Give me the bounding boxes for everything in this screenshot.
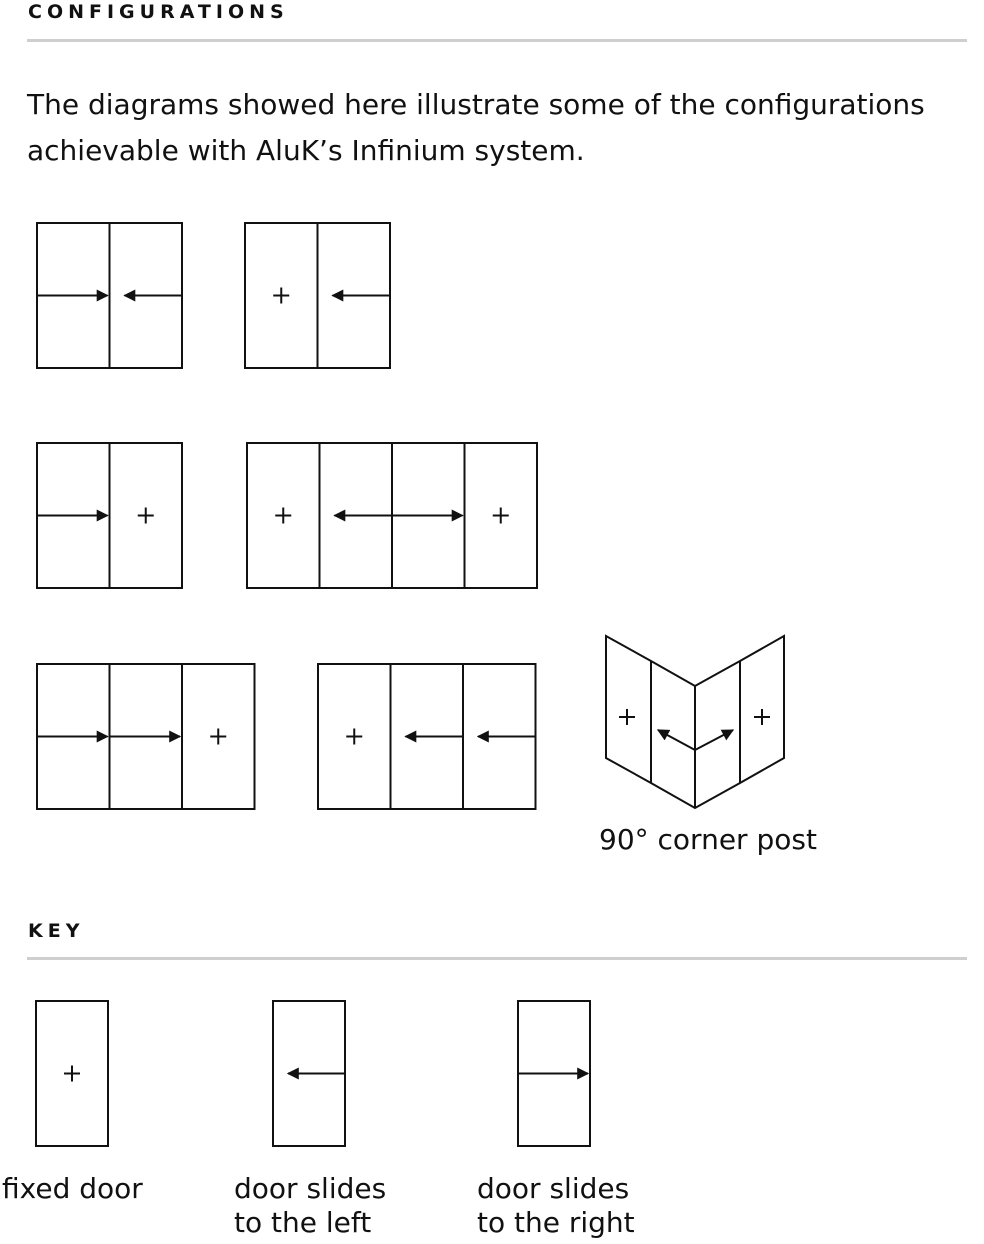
door-panel-right [36, 442, 111, 589]
key-heading: KEY [28, 920, 85, 942]
configurations-divider [27, 39, 967, 42]
door-panel-left [318, 442, 393, 589]
fixed-door-plus-icon [275, 507, 292, 524]
door-panel-outline [181, 663, 256, 810]
config-three-panel-right [36, 663, 256, 810]
fixed-door-plus-icon [210, 728, 227, 745]
config-corner-post [605, 634, 785, 810]
key-label-slide-right: door slides to the right [477, 1172, 635, 1240]
key-label-slide-left: door slides to the left [234, 1172, 386, 1240]
door-panel-left [108, 222, 183, 369]
config-four-panel-center-opening [246, 442, 538, 589]
key-label-line1: door slides [477, 1172, 630, 1205]
config-fixed-and-left [244, 222, 391, 369]
config-three-panel-left [317, 663, 537, 810]
door-panel-fixed [246, 442, 321, 589]
fixed-door-plus-icon [619, 709, 635, 725]
door-panel-left [316, 222, 391, 369]
slide-left-arrow-icon [656, 729, 696, 751]
configurations-heading: CONFIGURATIONS [28, 1, 289, 23]
door-panel-right [391, 442, 466, 589]
key-swatch-right [517, 1000, 591, 1147]
fixed-door-plus-icon [273, 287, 290, 304]
fixed-door-plus-icon [492, 507, 509, 524]
door-panel-fixed [317, 663, 392, 810]
key-swatch-fixed [35, 1000, 109, 1147]
intro-paragraph: The diagrams showed here illustrate some… [27, 88, 925, 167]
key-label-line1: door slides [234, 1172, 387, 1205]
fixed-door-plus-icon [346, 728, 363, 745]
door-panel-right [108, 663, 183, 810]
config-two-panels-meeting [36, 222, 183, 369]
key-swatch-left [272, 1000, 346, 1147]
door-panel-outline [35, 1000, 109, 1147]
key-divider [27, 957, 967, 960]
door-panel-left [462, 663, 537, 810]
slide-right-arrow-icon [694, 729, 735, 751]
fixed-door-plus-icon [754, 709, 770, 725]
key-label-line2: to the left [234, 1206, 372, 1239]
door-panel-right [36, 222, 111, 369]
config-right-and-fixed [36, 442, 183, 589]
door-panel-right [36, 663, 111, 810]
door-panel-outline [108, 442, 183, 589]
key-label-line2: to the right [477, 1206, 635, 1239]
door-panel-left [389, 663, 464, 810]
door-panel-fixed [463, 442, 538, 589]
door-panel-outline [463, 442, 538, 589]
corner-post-outline [605, 634, 785, 810]
corner-post-caption: 90° corner post [599, 823, 817, 856]
door-panel-fixed [181, 663, 256, 810]
key-label-line1: fixed door [2, 1172, 143, 1205]
door-panel-fixed [244, 222, 319, 369]
fixed-door-plus-icon [64, 1065, 80, 1082]
key-label-fixed: fixed door [2, 1172, 143, 1206]
fixed-door-plus-icon [137, 507, 154, 524]
door-panel-fixed [108, 442, 183, 589]
